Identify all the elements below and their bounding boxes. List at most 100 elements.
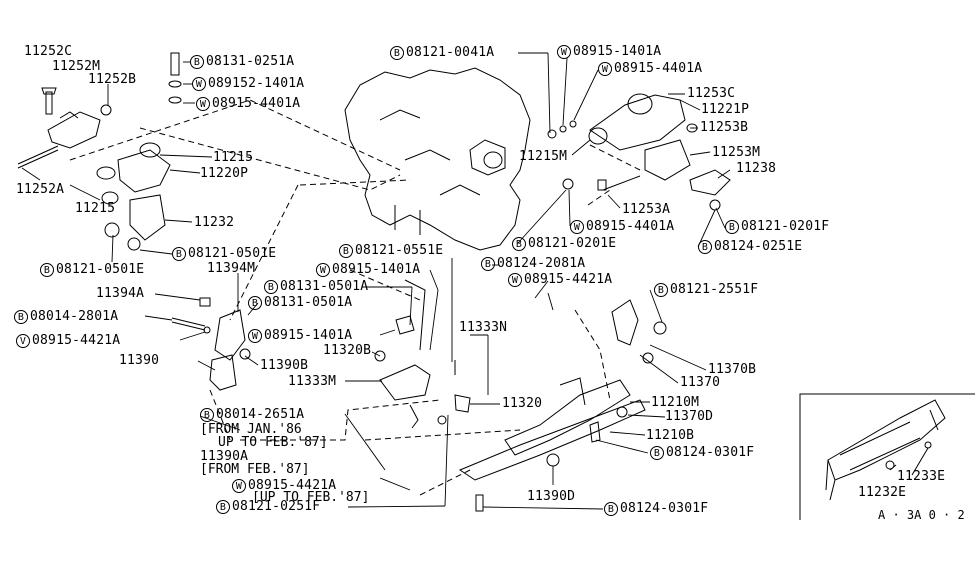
label-11370D: 11370D (665, 409, 714, 424)
inset-detail (800, 394, 975, 520)
diagram-reference-code: A · 3A 0 · 2 (878, 508, 965, 522)
part-code: 08014-2651A (216, 407, 305, 422)
engine-block (345, 68, 530, 250)
dashed-guides (70, 100, 640, 495)
left-mount-bracket (18, 53, 181, 250)
label-11320B: 11320B (323, 343, 372, 358)
label-11390D: 11390D (527, 489, 576, 504)
part-code: 089152-1401A (208, 76, 305, 91)
label-11320: 11320 (502, 396, 543, 411)
label-11253C: 11253C (687, 86, 736, 101)
note-up-to-feb-87-lower: [UP TO FEB.'87] (252, 490, 370, 505)
circle-letter: B (264, 280, 278, 294)
circle-letter: W (232, 479, 246, 493)
circle-letter: B (512, 237, 526, 251)
circle-letter: B (390, 46, 404, 60)
note-up-to-feb-87: UP TO FEB.'87] (218, 435, 328, 450)
part-code: 08121-0501E (56, 262, 145, 277)
circle-letter: W (557, 45, 571, 59)
circle-letter: B (481, 257, 495, 271)
label-11232: 11232 (194, 215, 235, 230)
label-11252M: 11252M (52, 59, 101, 74)
label-11220P: 11220P (200, 166, 249, 181)
note-from-feb-87: [FROM FEB.'87] (200, 462, 310, 477)
cross-member (380, 300, 666, 511)
circle-letter: B (200, 408, 214, 422)
circle-letter: W (598, 62, 612, 76)
label-11215-upper: 11215 (213, 150, 254, 165)
label-11252B: 11252B (88, 72, 137, 87)
circle-letter: B (190, 55, 204, 69)
circle-letter: B (725, 220, 739, 234)
label-11238: 11238 (736, 161, 777, 176)
circle-letter: B (654, 283, 668, 297)
label-11394A: 11394A (96, 286, 145, 301)
label-11221P: 11221P (701, 102, 750, 117)
part-code: 08915-4421A (524, 272, 613, 287)
label-11394M: 11394M (207, 261, 256, 276)
circle-letter: B (339, 244, 353, 258)
part-code: 08915-1401A (332, 262, 421, 277)
label-11253A: 11253A (622, 202, 671, 217)
circle-letter: B (698, 240, 712, 254)
lower-left-bracket (172, 280, 425, 390)
part-code: 08915-1401A (573, 44, 662, 59)
circle-letter: W (570, 220, 584, 234)
label-11252C: 11252C (24, 44, 73, 59)
label-11215M: 11215M (519, 149, 568, 164)
note-from-jan-86: [FROM JAN.'86 (200, 422, 302, 437)
part-code: 08131-0501A (264, 295, 353, 310)
part-code: 08915-4421A (248, 478, 337, 493)
label-11233E: 11233E (897, 469, 946, 484)
circle-letter: B (14, 310, 28, 324)
part-code: 08014-2801A (30, 309, 119, 324)
circle-letter: W (316, 263, 330, 277)
circle-letter: B (248, 296, 262, 310)
part-code: 08121-0201E (528, 236, 617, 251)
part-code: 08124-0251E (714, 239, 803, 254)
label-11210B: 11210B (646, 428, 695, 443)
circle-letter: W (196, 97, 210, 111)
part-code: 08121-0201F (741, 219, 830, 234)
label-11215-lower: 11215 (75, 201, 116, 216)
circle-letter: B (216, 500, 230, 514)
part-code: 08915-4421A (32, 333, 121, 348)
label-11333N: 11333N (459, 320, 508, 335)
part-code: 08131-0251A (206, 54, 295, 69)
label-11390: 11390 (119, 353, 160, 368)
leader-lines (22, 53, 730, 509)
circle-letter: W (508, 273, 522, 287)
label-11253M: 11253M (712, 145, 761, 160)
part-code: 08131-0501A (280, 279, 369, 294)
circle-letter: B (604, 502, 618, 516)
circle-letter: V (16, 334, 30, 348)
part-code: 08915-4401A (614, 61, 703, 76)
label-11252A: 11252A (16, 182, 65, 197)
circle-letter: W (248, 329, 262, 343)
label-11390B: 11390B (260, 358, 309, 373)
part-code: 08124-0301F (666, 445, 755, 460)
label-11210M: 11210M (651, 395, 700, 410)
circle-letter: B (650, 446, 664, 460)
part-code: 08121-0551E (355, 243, 444, 258)
